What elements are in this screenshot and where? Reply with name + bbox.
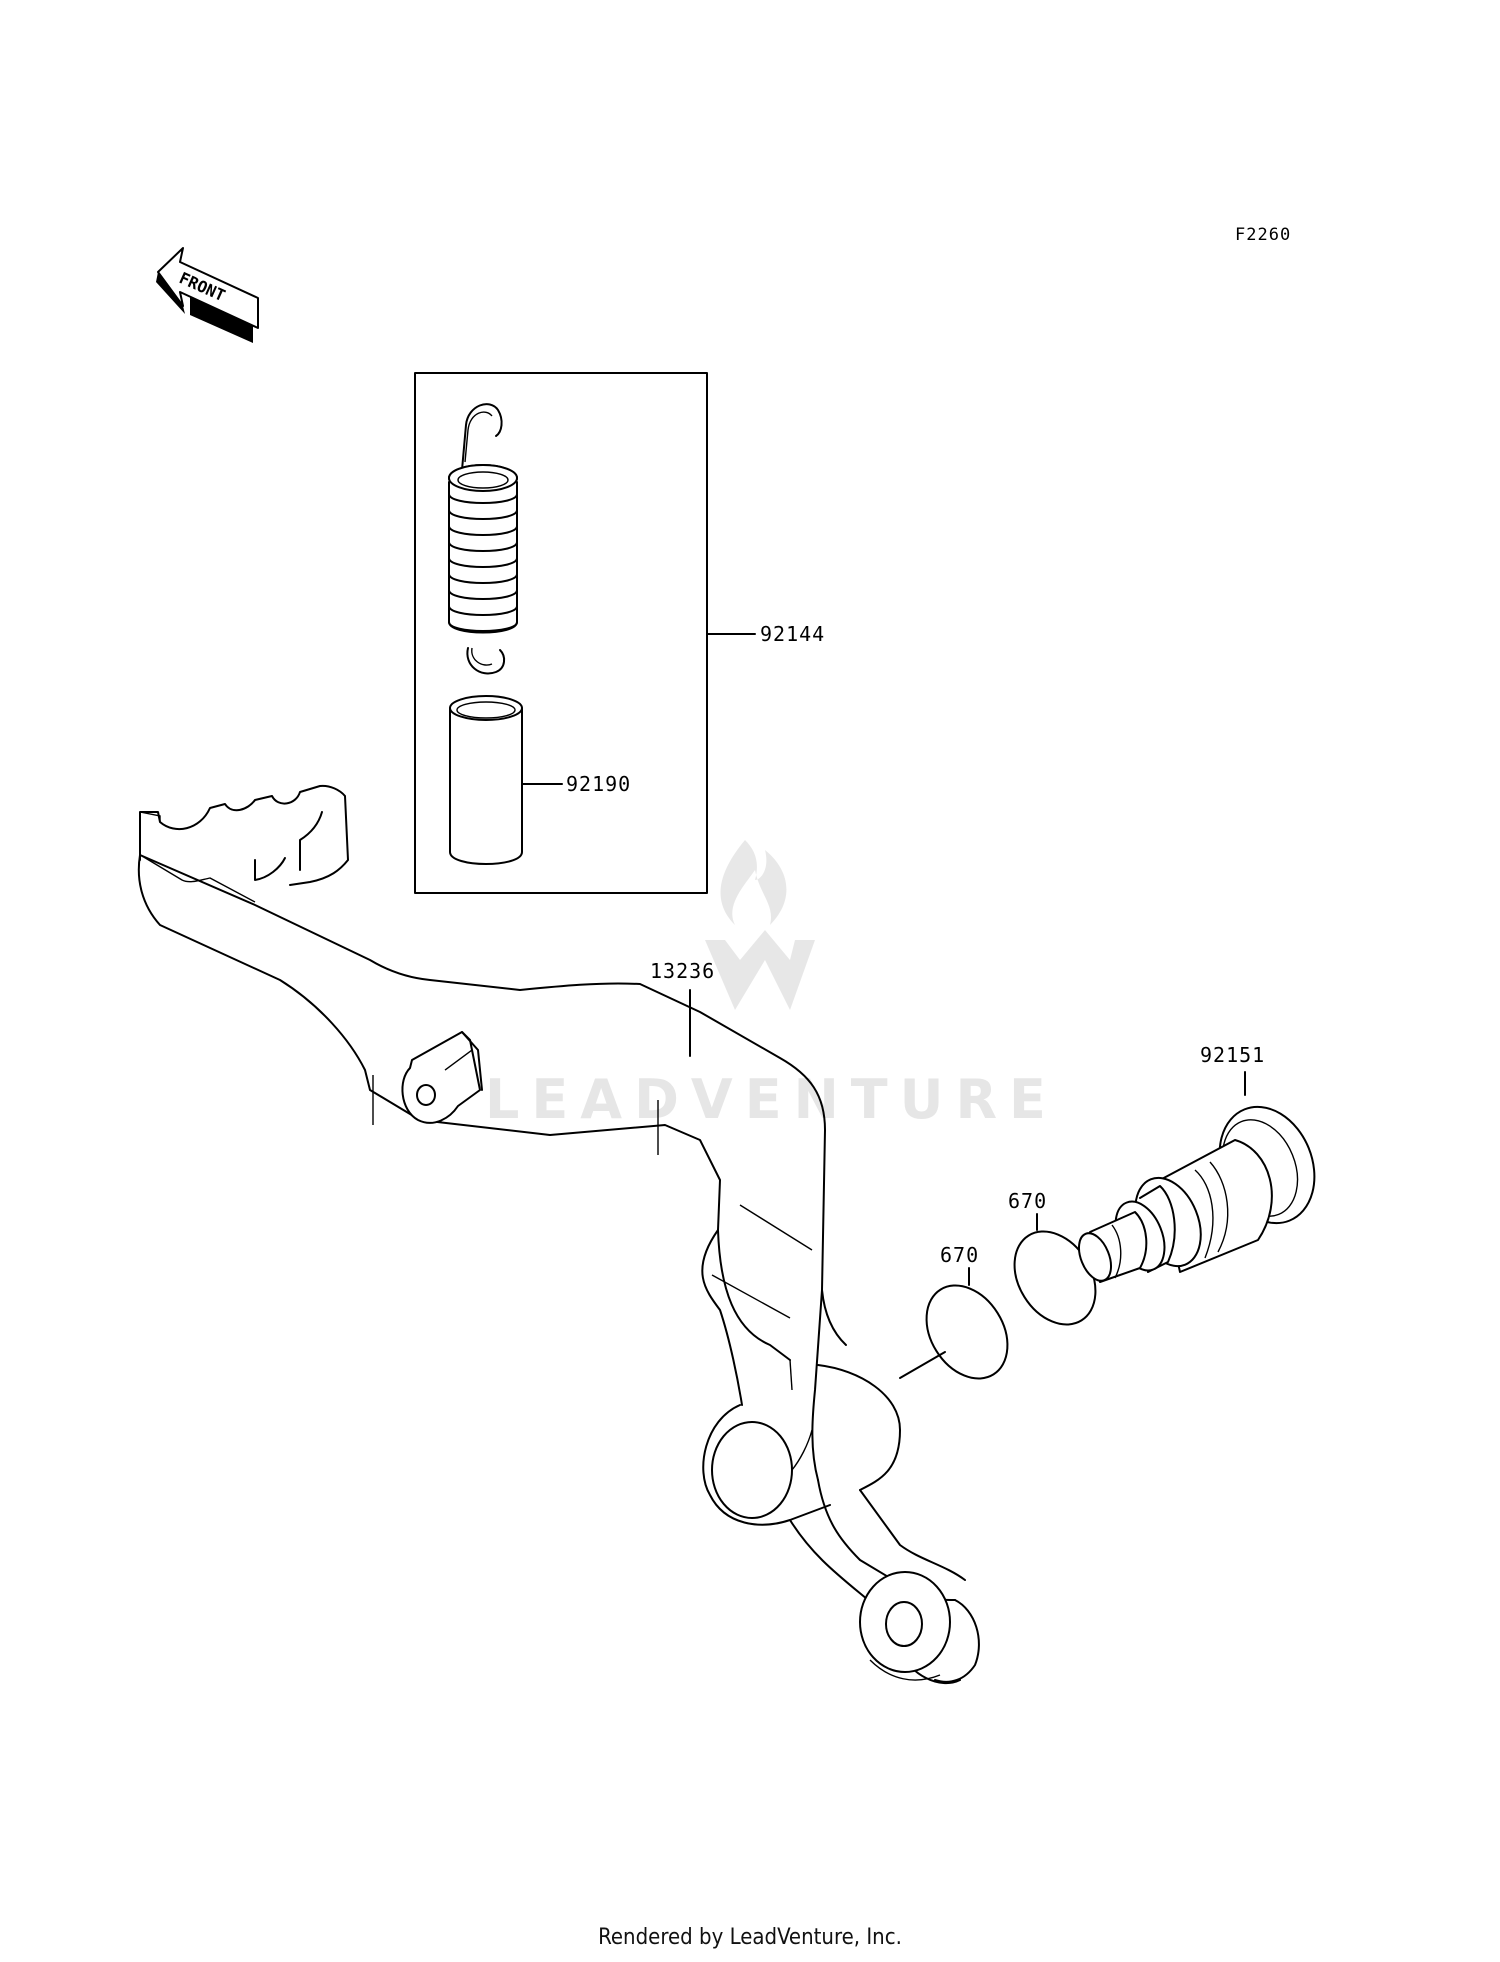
pivot-shaft (1077, 1105, 1316, 1283)
leadventure-logo-icon (705, 840, 815, 1010)
return-spring (448, 403, 518, 675)
part-number-670-right: 670 (1008, 1189, 1047, 1213)
part-number-92151: 92151 (1200, 1043, 1265, 1067)
part-number-13236: 13236 (650, 959, 715, 983)
spacer-collar (449, 695, 523, 865)
part-number-92144: 92144 (760, 622, 825, 646)
part-number-670-left: 670 (940, 1243, 979, 1267)
footer-credit: Rendered by LeadVenture, Inc. (598, 1925, 902, 1950)
diagram-code: F2260 (1235, 225, 1291, 245)
part-number-92190: 92190 (566, 772, 631, 796)
watermark-text: LEADVENTURE (485, 1068, 1058, 1131)
front-arrow-icon: FRONT (156, 247, 259, 343)
brake-pedal (137, 784, 980, 1685)
o-ring-left (925, 1284, 1009, 1380)
